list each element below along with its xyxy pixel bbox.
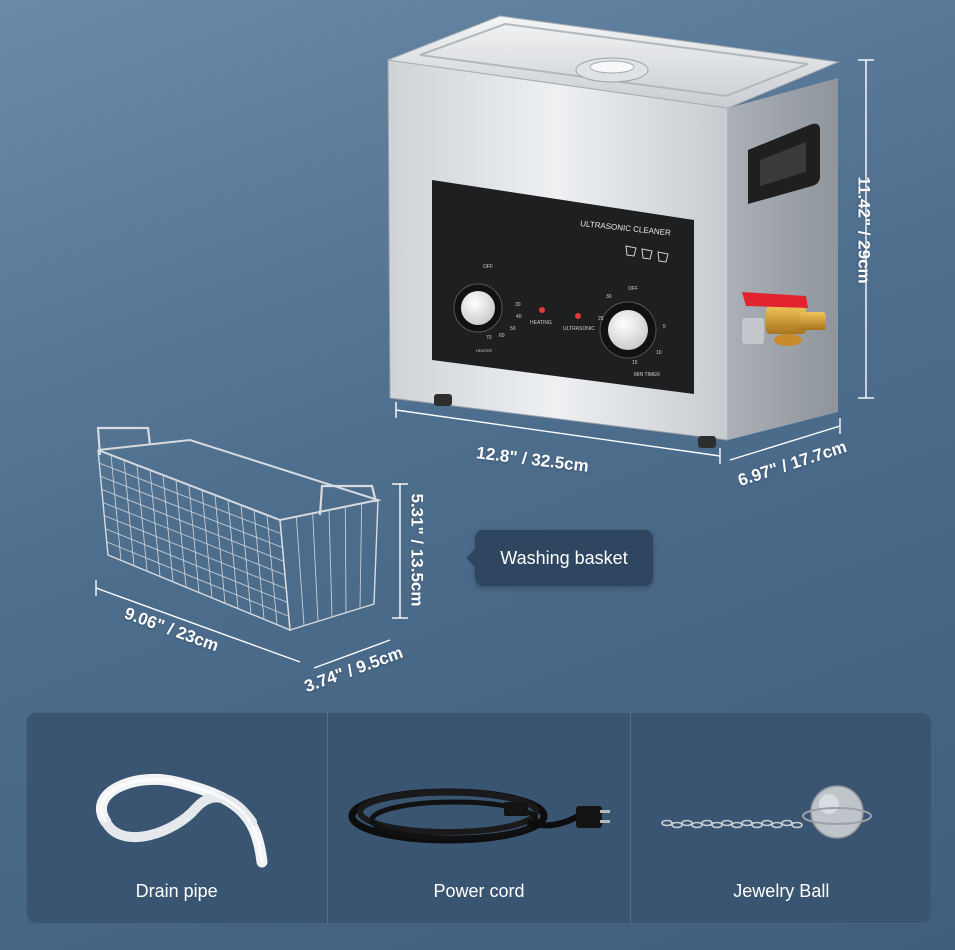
svg-text:OFF: OFF bbox=[483, 264, 493, 270]
svg-text:5: 5 bbox=[663, 324, 666, 330]
drain-valve bbox=[742, 292, 826, 346]
svg-text:30: 30 bbox=[515, 302, 521, 308]
svg-text:15: 15 bbox=[632, 360, 638, 366]
height-dimension: 11.42" / 29cm bbox=[854, 176, 874, 284]
accessory-power-cord: Power cord bbox=[328, 712, 631, 924]
ultrasonic-cleaner-image: ULTRASONIC CLEANER HEATING ULTRASONIC OF… bbox=[95, 15, 874, 669]
accessory-drain-pipe: Drain pipe bbox=[26, 712, 329, 924]
ultrasonic-indicator bbox=[575, 313, 581, 319]
svg-text:70: 70 bbox=[486, 335, 492, 341]
drain-pipe-icon bbox=[96, 773, 268, 868]
svg-text:50: 50 bbox=[510, 326, 516, 332]
dimension-lines bbox=[95, 59, 874, 669]
heating-indicator bbox=[539, 307, 545, 313]
svg-text:10: 10 bbox=[656, 350, 662, 356]
svg-text:25: 25 bbox=[598, 316, 604, 322]
svg-text:40: 40 bbox=[516, 314, 522, 320]
jewelry-ball-icon bbox=[660, 785, 872, 839]
basket-height-dimension: 5.31" / 13.5cm bbox=[407, 493, 427, 607]
accessories-panel: Drain pipe Power cord Jewelry Ball bbox=[26, 712, 932, 924]
washing-basket-image bbox=[96, 426, 382, 632]
svg-text:MIN TIMER: MIN TIMER bbox=[634, 372, 660, 378]
jewelry-ball-label: Jewelry Ball bbox=[733, 881, 830, 901]
svg-text:OFF: OFF bbox=[628, 286, 638, 292]
svg-text:HEATING: HEATING bbox=[530, 320, 552, 326]
svg-text:60: 60 bbox=[499, 333, 505, 339]
power-cord-label: Power cord bbox=[433, 881, 525, 901]
drain-pipe-label: Drain pipe bbox=[135, 881, 218, 901]
washing-basket-tag: Washing basket bbox=[466, 530, 653, 586]
washing-basket-tag-label: Washing basket bbox=[500, 547, 628, 568]
accessory-jewelry-ball: Jewelry Ball bbox=[631, 712, 932, 924]
wash-icons bbox=[625, 245, 669, 263]
power-cord-icon bbox=[348, 788, 611, 844]
svg-text:HEATER: HEATER bbox=[476, 348, 492, 353]
svg-text:ULTRASONIC: ULTRASONIC bbox=[563, 326, 595, 332]
svg-text:30: 30 bbox=[606, 294, 612, 300]
